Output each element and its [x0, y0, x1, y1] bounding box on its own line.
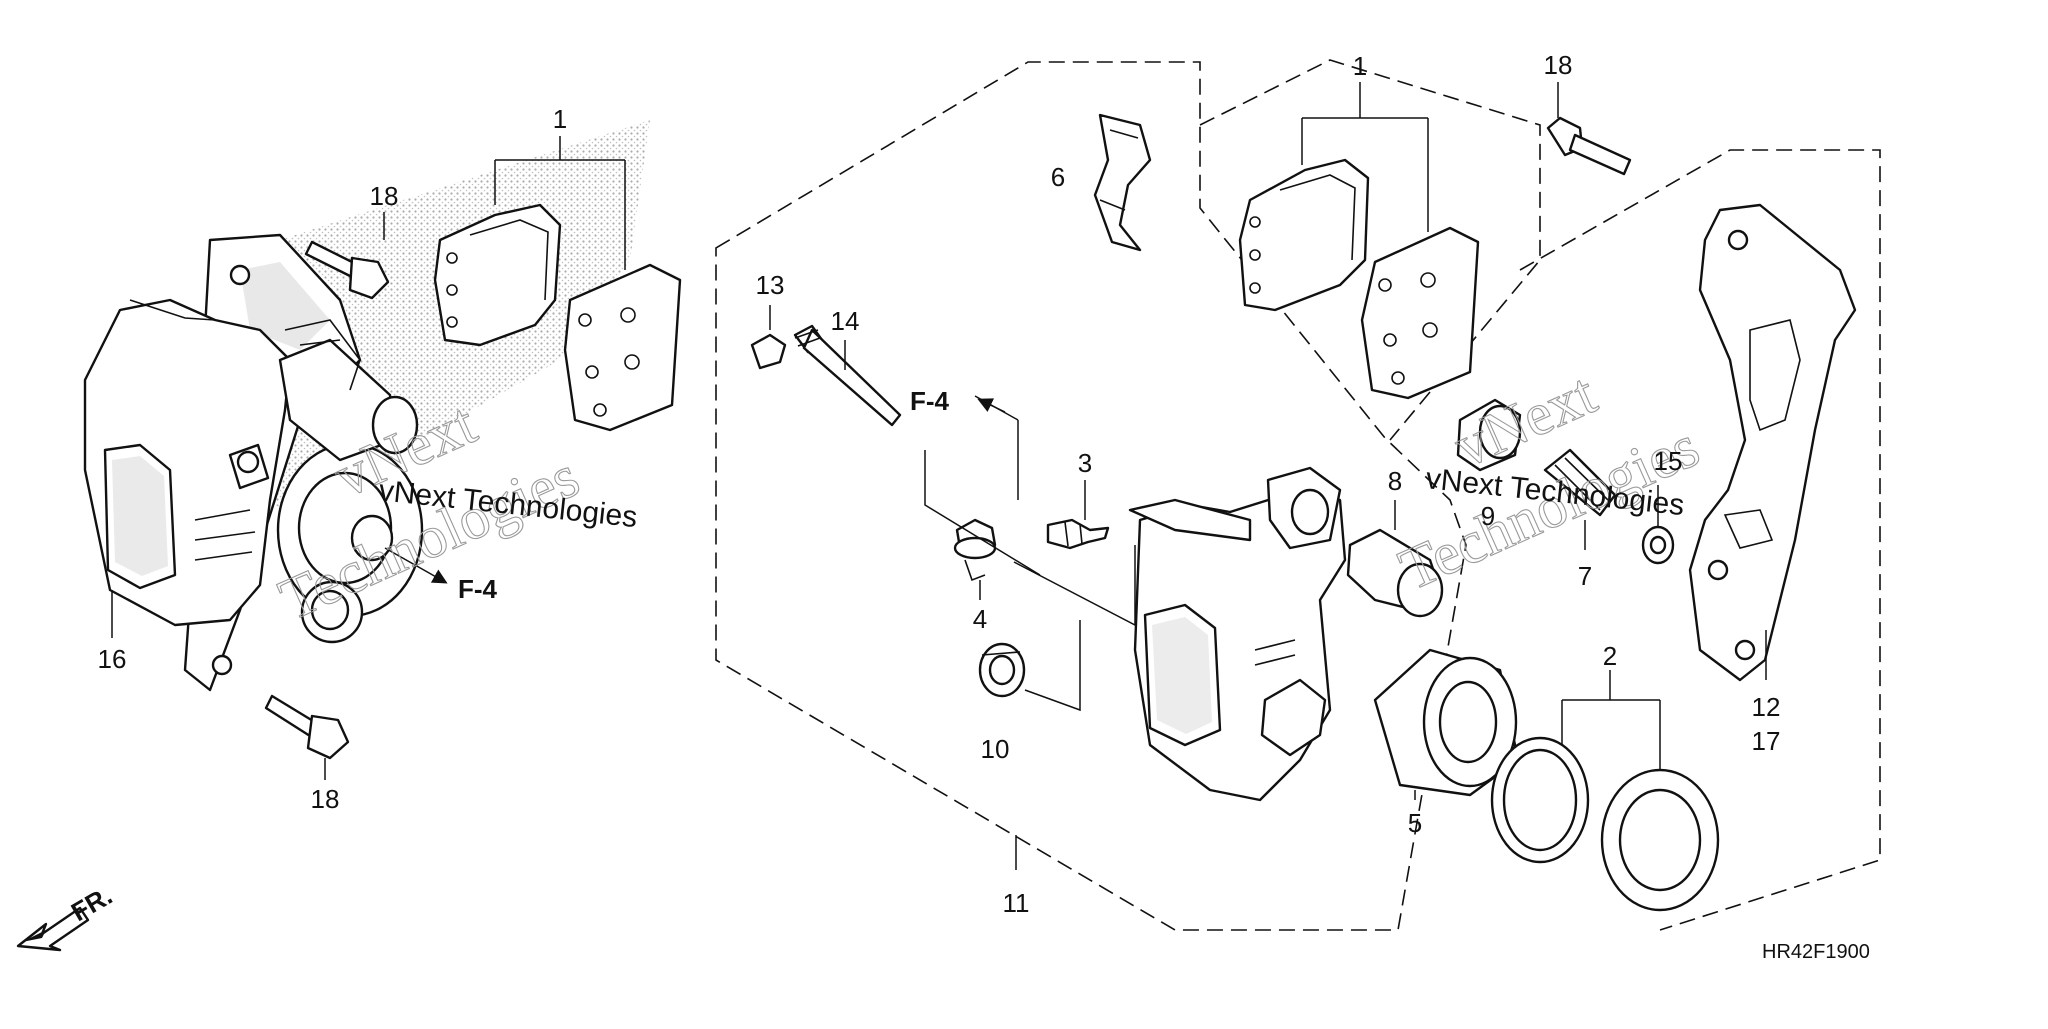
diagram-code: HR42F1900: [1762, 941, 1870, 963]
ref-left: F-4: [458, 574, 498, 604]
callout-right-pads: 1: [1353, 51, 1367, 81]
callout-seal: 2: [1603, 641, 1617, 671]
small-boot: [978, 642, 1026, 698]
front-arrow-icon: [16, 906, 90, 952]
left-lower-bolt: [264, 694, 350, 760]
seals-leader: [1561, 670, 1661, 770]
callout-bracket-a: 12: [1752, 692, 1781, 722]
spring-clip: [1093, 113, 1152, 252]
callout-caliper-sub: 11: [1003, 888, 1030, 918]
left-pads-leader: [494, 136, 626, 270]
piston: [1373, 648, 1520, 797]
center-bracket-leader: [1013, 545, 1136, 627]
callout-bracket-b: 17: [1752, 726, 1781, 756]
callout-boot-left: 8: [1388, 466, 1402, 496]
bleeder: [1046, 518, 1110, 550]
callout-piston: 5: [1408, 808, 1422, 838]
washer: [1641, 525, 1675, 565]
caliper-sub-outline: [715, 61, 1467, 931]
bracket-outline: [1519, 149, 1881, 931]
callout-washer: 15: [1654, 446, 1683, 476]
callout-left-caliper: 16: [98, 644, 127, 674]
callout-left-upper-bolt: 18: [370, 181, 399, 211]
caliper-body: [1128, 466, 1347, 802]
callout-slide-pin: 14: [831, 306, 860, 336]
piston-seals: [1490, 736, 1720, 912]
callout-boot-right: 9: [1481, 501, 1495, 531]
callout-bleeder: 3: [1078, 448, 1092, 478]
left-upper-bolt: [304, 240, 390, 300]
pad-set-outline: [1199, 59, 1541, 441]
center-ref-arrow: [977, 398, 1006, 413]
pin-sleeve: [1543, 448, 1617, 517]
callout-pin-cap: 13: [756, 270, 785, 300]
right-bolt: [1546, 116, 1632, 176]
slide-boot-upper: [1456, 398, 1522, 472]
pin-cap: [750, 333, 787, 370]
left-ref-arrow: [384, 547, 448, 584]
bleeder-cap: [953, 518, 997, 582]
caliper-bracket: [1688, 203, 1857, 682]
left-brake-pads: [433, 203, 682, 432]
callout-spring-clip: 6: [1051, 162, 1065, 192]
callout-small-boot: 10: [981, 734, 1010, 764]
slide-pin: [793, 324, 902, 427]
right-pads-leader: [1301, 82, 1429, 232]
ref-center: F-4: [910, 386, 950, 416]
right-brake-pads: [1238, 158, 1480, 400]
callout-bleeder-cap: 4: [973, 604, 987, 634]
callout-left-lower-bolt: 18: [311, 784, 340, 814]
callout-pin-sleeve: 7: [1578, 561, 1592, 591]
slide-boot-lower: [1346, 528, 1444, 618]
left-caliper-assembly: [83, 233, 424, 692]
callout-right-bolt: 18: [1544, 50, 1573, 80]
small-boot-leader: [1024, 620, 1081, 712]
callout-left-pads: 1: [553, 104, 567, 134]
